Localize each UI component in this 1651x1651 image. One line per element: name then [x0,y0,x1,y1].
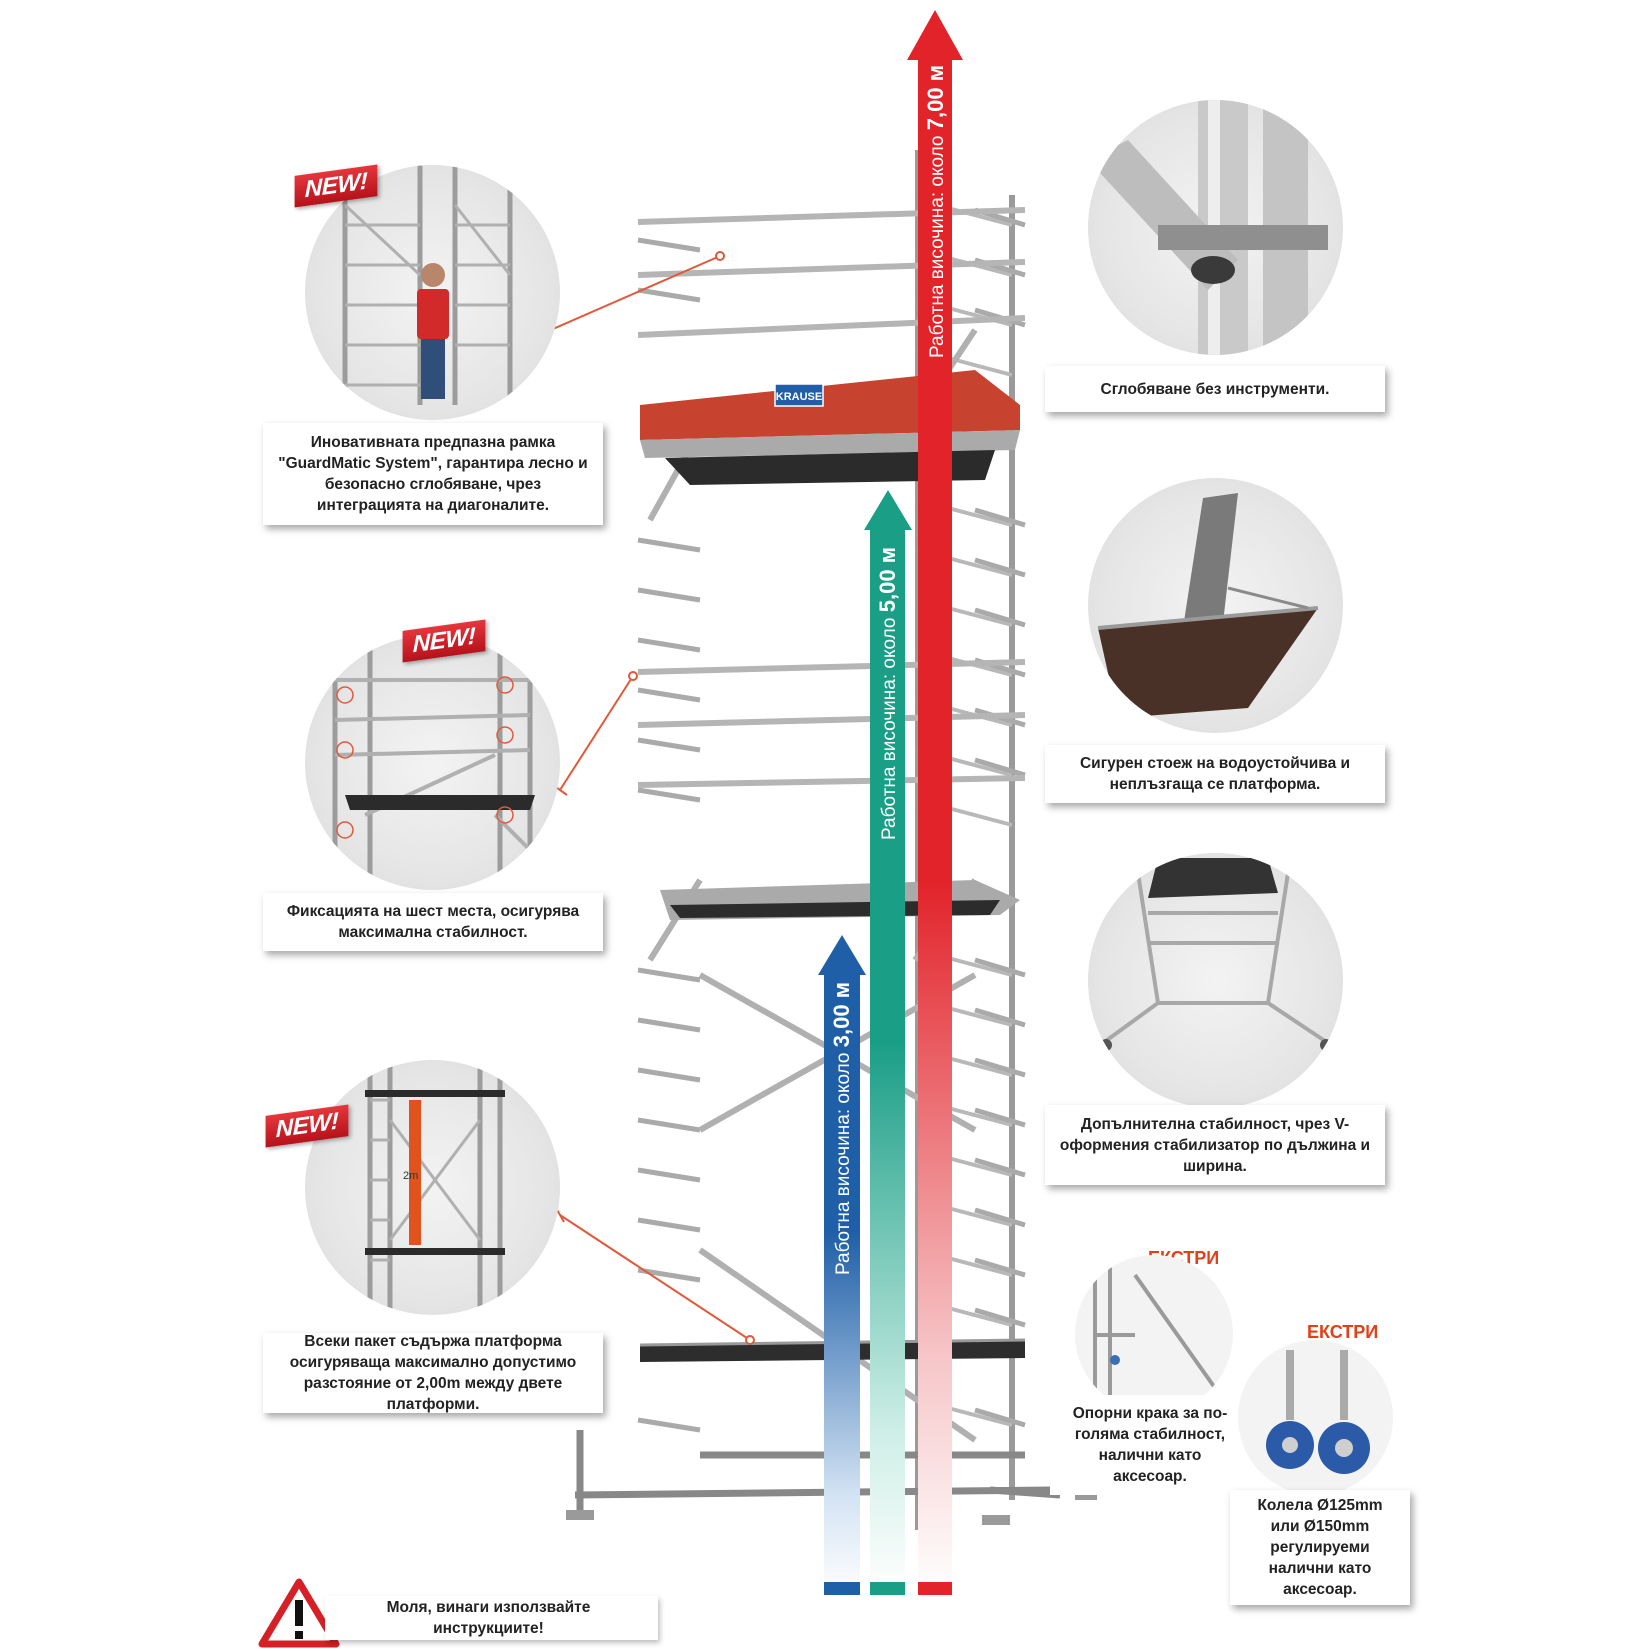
arrow-3m-value: 3,00 м [829,982,854,1048]
arrow-7m-prefix: Работна височина: около [927,130,948,359]
arrow-5m-label: Работна височина: около 5,00 м [875,547,901,840]
fixation-caption: Фиксацията на шест места, осигурява макс… [263,893,603,951]
outriggers-caption: Опорни крака за по-голяма стабилност, на… [1050,1395,1250,1495]
stabilizer-photo [1088,853,1343,1108]
arrow-7m-label: Работна височина: около 7,00 м [923,65,949,358]
stabilizer-caption: Допълнителна стабилност, чрез V-оформени… [1045,1105,1385,1185]
wheels-photo [1238,1340,1393,1495]
arrow-7m-value: 7,00 м [923,65,948,131]
two-meter-caption: Всеки пакет съдържа платформа осигуряващ… [263,1333,603,1413]
arrow-3m-prefix: Работна височина: около [833,1047,854,1276]
two-meter-photo: 2m [305,1060,560,1315]
arrow-3m-label: Работна височина: около 3,00 м [829,982,855,1275]
toolless-photo [1088,100,1343,355]
outriggers-photo [1075,1255,1233,1413]
brand-logo: KRAUSE [776,391,822,403]
arrow-5m-prefix: Работна височина: около [879,612,900,841]
warning-box: Моля, винаги използвайте инструкциите! [325,1596,658,1640]
toolless-caption: Сглобяване без инструменти. [1045,366,1385,412]
arrow-3m [818,935,866,1595]
two-meter-label: 2m [403,1170,419,1182]
arrow-5m-value: 5,00 м [875,547,900,613]
arrow-5m [864,490,912,1595]
arrow-7m [907,10,963,1595]
extras-label-wheels: ЕКСТРИ [1307,1322,1379,1342]
warning-icon [258,1578,340,1648]
wheels-caption: Колела Ø125mm или Ø150mm регулируеми нал… [1230,1490,1410,1605]
fixation-photo [305,635,560,890]
warning-text: Моля, винаги използвайте инструкциите! [386,1599,591,1637]
guardmatic-caption: Иновативната предпазна рамка "GuardMatic… [263,423,603,525]
platform-photo [1088,478,1343,733]
guardmatic-photo [305,165,560,420]
platform-caption: Сигурен стоеж на водоустойчива и неплъзг… [1045,745,1385,803]
